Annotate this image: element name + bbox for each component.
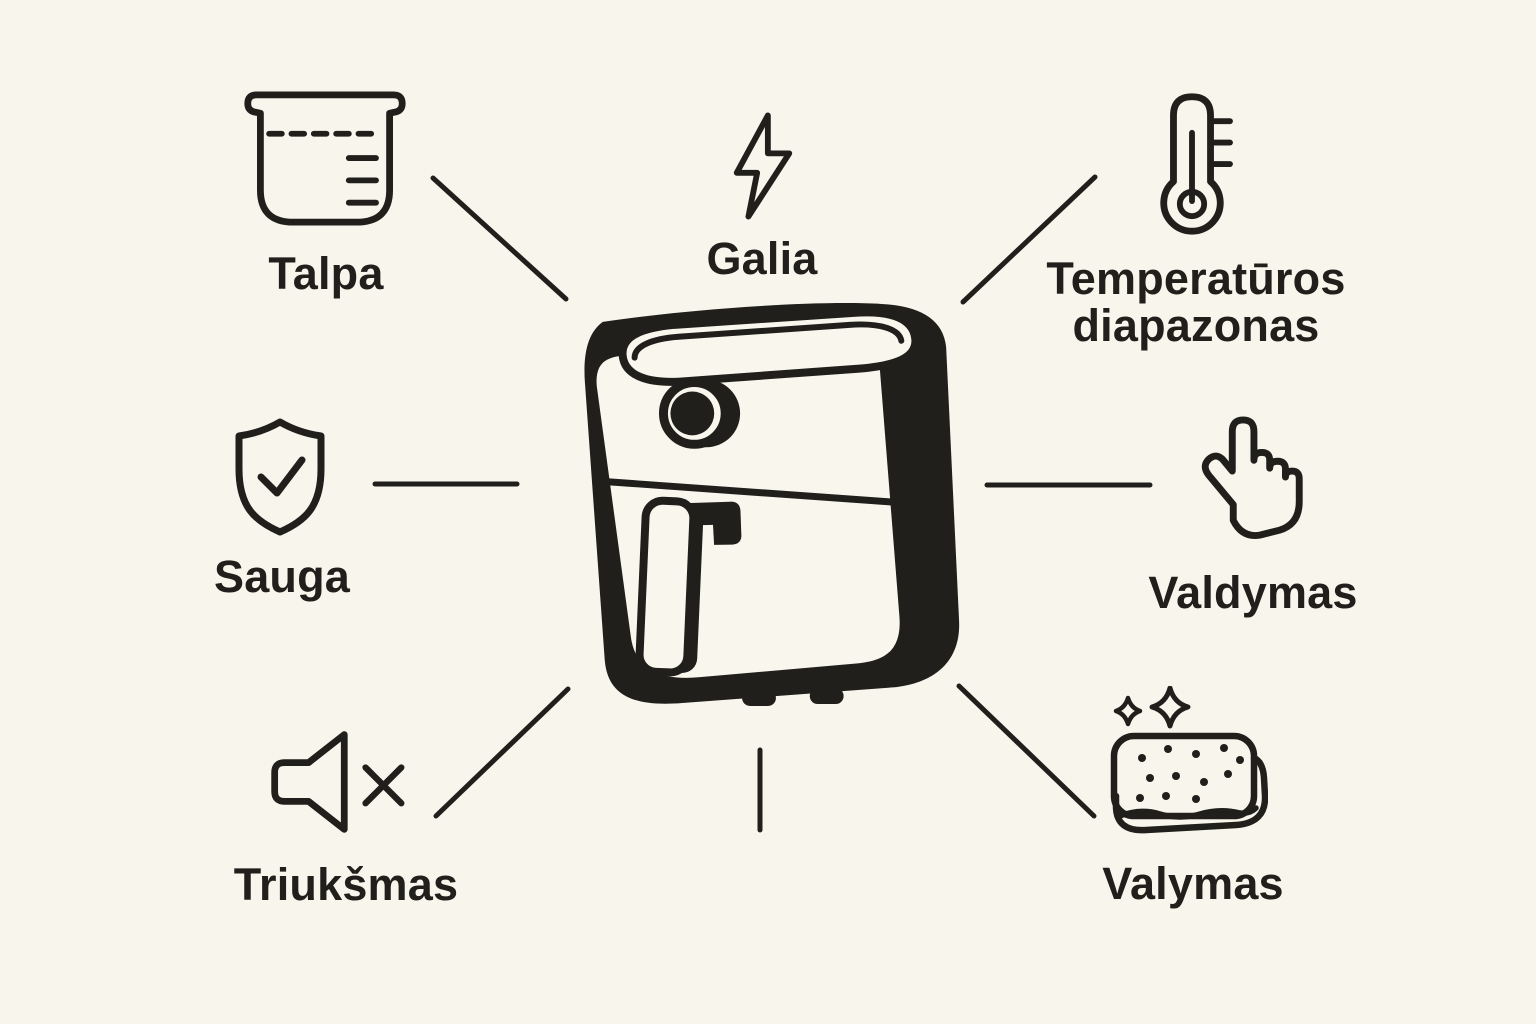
lightning-bolt-icon	[728, 110, 798, 222]
feature-label-capacity: Talpa	[268, 248, 384, 299]
feature-label-cleaning: Valymas	[1102, 858, 1284, 909]
knob-center	[670, 391, 715, 436]
thermometer-icon	[1150, 88, 1234, 242]
sponge-dots	[1136, 744, 1244, 803]
shield-check-icon	[226, 415, 334, 539]
connector-noise	[433, 686, 571, 819]
sparkle-large	[1149, 686, 1191, 729]
feature-label-noise: Triukšmas	[233, 859, 459, 910]
feature-label-temperature-line1: Temperatūros	[1046, 253, 1346, 304]
sponge-sparkles-icon	[1108, 686, 1268, 846]
air-fryer-divider-line	[595, 477, 895, 506]
air-fryer-foot-right	[809, 688, 844, 705]
feature-label-power: Galia	[706, 233, 818, 284]
connector-cleaning	[956, 683, 1097, 819]
pointing-hand-icon	[1185, 408, 1315, 548]
air-fryer-foot-left	[742, 690, 776, 707]
sparkle-small	[1113, 695, 1143, 727]
feature-label-control: Valdymas	[1148, 567, 1358, 618]
sponge-bottom-layer	[1112, 754, 1268, 834]
speaker-muted-icon	[265, 726, 410, 838]
connector-temperature	[960, 174, 1098, 305]
drawer-handle	[635, 496, 742, 677]
connector-capacity	[430, 175, 569, 302]
air-fryer-lid-inner-line	[631, 321, 905, 361]
feature-label-safety: Sauga	[213, 551, 351, 602]
feature-label-temperature-line2: diapazonas	[1072, 299, 1320, 351]
feature-label-temperature: Temperatūros diapazonas	[1046, 253, 1346, 351]
air-fryer-illustration	[562, 292, 962, 710]
sponge-top-layer	[1110, 732, 1258, 820]
measuring-cup-icon	[240, 86, 410, 232]
air-fryer-lid	[618, 308, 920, 386]
handle-front	[635, 496, 698, 677]
